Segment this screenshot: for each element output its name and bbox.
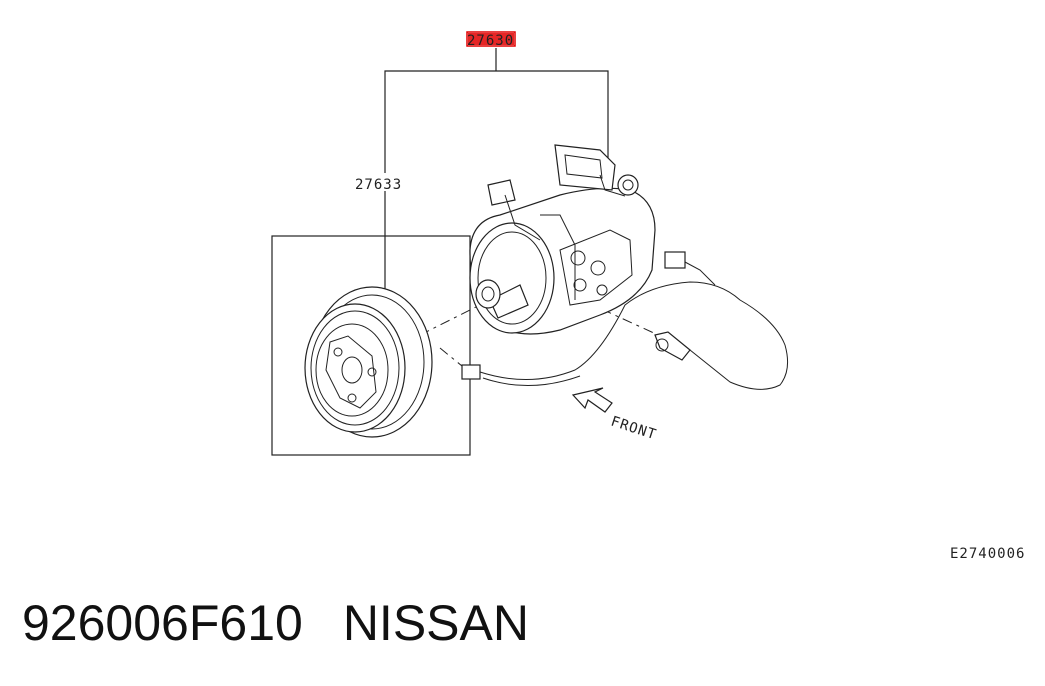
brand-name: NISSAN — [342, 595, 529, 651]
footer-caption: 926006F610 NISSAN — [22, 598, 529, 648]
clutch-box — [271, 235, 471, 456]
clutch-connector — [461, 364, 481, 380]
highlight-fill — [468, 33, 514, 45]
clutch-pulley — [304, 286, 433, 438]
part-number: 926006F610 — [22, 595, 303, 651]
connector-axis — [439, 347, 463, 367]
part-label-27633[interactable]: 27633 — [355, 177, 402, 193]
drawing-reference: E2740006 — [950, 546, 1025, 562]
parts-diagram: 27630 27633 — [271, 31, 1025, 562]
sensor-connector — [654, 251, 716, 361]
front-arrow — [571, 387, 613, 413]
axis-line — [419, 299, 491, 336]
front-label: FRONT — [609, 414, 659, 444]
part-label-27630[interactable]: 27630 — [467, 33, 514, 49]
highlight-box[interactable] — [466, 31, 516, 47]
bracket-27630 — [384, 70, 609, 236]
compressor-body — [469, 144, 656, 335]
wire-harness — [479, 281, 789, 390]
